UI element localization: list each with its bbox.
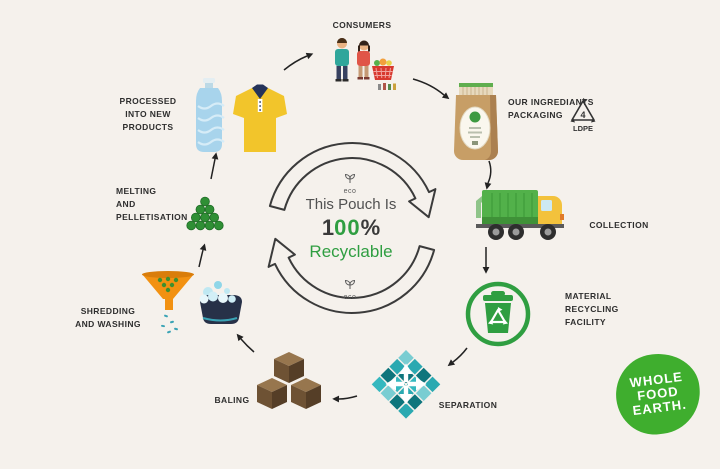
- center-recyclable: Recyclable: [309, 242, 393, 261]
- label-line: RECYCLING: [565, 304, 619, 314]
- leaf-sprout-icon: [344, 173, 356, 183]
- arrow-mrf-to-separation: [452, 347, 468, 363]
- arrow-packaging-to-collection: [487, 160, 492, 184]
- label-separation: SEPARATION: [436, 399, 500, 412]
- label-collection: COLLECTION: [583, 219, 655, 232]
- recycle-ring-icon: [267, 142, 437, 314]
- eco-badge-top: eco: [332, 171, 368, 195]
- label-line: CONSUMERS: [332, 20, 392, 30]
- arrow-melting-to-processed: [210, 158, 216, 180]
- label-line: AND: [116, 199, 136, 209]
- arrow-consumers-to-packaging: [412, 78, 445, 96]
- pct-sign: %: [360, 215, 381, 240]
- ldpe-symbol-icon: 4 LDPE: [570, 98, 596, 133]
- label-line: COLLECTION: [589, 220, 649, 230]
- label-line: MELTING: [116, 186, 157, 196]
- pct-zeros: 00: [334, 215, 361, 240]
- eco-label: eco: [343, 188, 357, 195]
- label-line: SEPARATION: [438, 400, 498, 410]
- label-line: AND WASHING: [75, 319, 141, 329]
- center-claim: This Pouch Is 100% Recyclable: [290, 195, 412, 263]
- pct-one: 1: [321, 215, 335, 240]
- label-line: BALING: [214, 395, 250, 405]
- leaf-sprout-icon: [344, 279, 356, 289]
- label-line: OUR INGREDIANTS: [508, 97, 594, 107]
- arrow-separation-to-baling: [338, 395, 358, 400]
- label-line: PROCESSED: [119, 96, 177, 106]
- label-line: SHREDDING: [80, 306, 136, 316]
- baling-icon: [257, 352, 321, 409]
- label-mrf: MATERIAL RECYCLING FACILITY: [565, 290, 635, 329]
- label-melting: MELTING AND PELLETISATION: [116, 185, 196, 224]
- center-percentage: 100%: [290, 214, 412, 241]
- pelletisation-icon: [186, 196, 224, 231]
- pouch-icon: [454, 83, 498, 160]
- ldpe-code: LDPE: [573, 124, 593, 133]
- eco-badge-bottom: eco: [332, 277, 368, 301]
- label-line: MATERIAL: [565, 291, 612, 301]
- label-line: PACKAGING: [508, 110, 563, 120]
- consumers-icon: [335, 38, 396, 90]
- recycling-facility-icon: [465, 281, 531, 347]
- label-line: FACILITY: [565, 317, 606, 327]
- label-line: INTO NEW PRODUCTS: [122, 109, 174, 132]
- new-products-icon: [196, 78, 287, 152]
- label-line: PELLETISATION: [116, 212, 188, 222]
- label-processed: PROCESSED INTO NEW PRODUCTS: [100, 95, 196, 134]
- ldpe-number: 4: [580, 110, 585, 120]
- label-shredding: SHREDDING AND WASHING: [72, 305, 144, 331]
- shredding-washing-icon: [142, 271, 242, 334]
- separation-icon: [371, 350, 441, 419]
- center-line1: This Pouch Is: [305, 196, 397, 213]
- label-consumers: CONSUMERS: [312, 19, 412, 32]
- arrow-processed-to-consumers: [283, 55, 308, 71]
- label-baling: BALING: [208, 394, 256, 407]
- garbage-truck-icon: [476, 190, 564, 240]
- arrow-baling-to-shredding: [240, 338, 255, 353]
- arrow-shredding-to-melting: [198, 249, 204, 268]
- eco-label: eco: [343, 294, 357, 301]
- label-packaging: OUR INGREDIANTS PACKAGING: [508, 96, 600, 122]
